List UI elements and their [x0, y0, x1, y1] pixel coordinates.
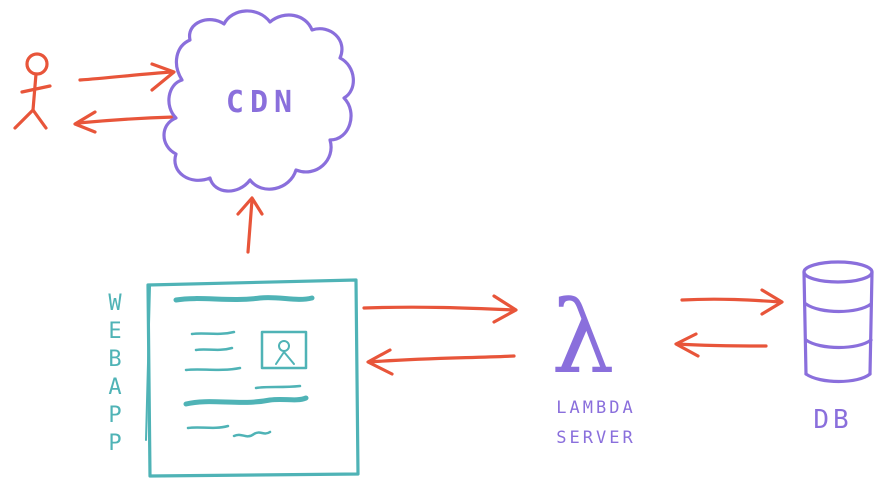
webapp-letter: P: [108, 431, 121, 456]
db-label: DB: [813, 405, 852, 435]
lambda-to-db-arrow: [680, 288, 784, 316]
user-to-cdn-arrow: [78, 62, 176, 92]
lambda-symbol: λ: [551, 279, 614, 396]
webapp-letter: A: [108, 375, 121, 400]
database-icon: [802, 260, 874, 384]
webapp-window: [145, 278, 360, 478]
webapp-letter: E: [108, 319, 121, 344]
cdn-label: CDN: [226, 85, 298, 120]
webapp-letter: W: [108, 291, 122, 316]
webapp-letter: B: [108, 347, 121, 372]
lambda-to-webapp-arrow: [366, 348, 516, 376]
webapp-to-cdn-arrow: [236, 196, 264, 254]
webapp-label: W E B A P P: [108, 291, 122, 456]
webapp-to-lambda-arrow: [362, 294, 518, 324]
user-figure: [13, 52, 52, 130]
lambda-label-line2: SERVER: [556, 428, 635, 448]
db-to-lambda-arrow: [674, 332, 768, 358]
webapp-letter: P: [108, 403, 121, 428]
lambda-label-line1: LAMBDA: [556, 398, 635, 418]
cdn-to-user-arrow: [73, 110, 176, 134]
cdn-cloud: CDN: [162, 9, 355, 193]
lambda-node: λ LAMBDA SERVER: [551, 279, 635, 448]
